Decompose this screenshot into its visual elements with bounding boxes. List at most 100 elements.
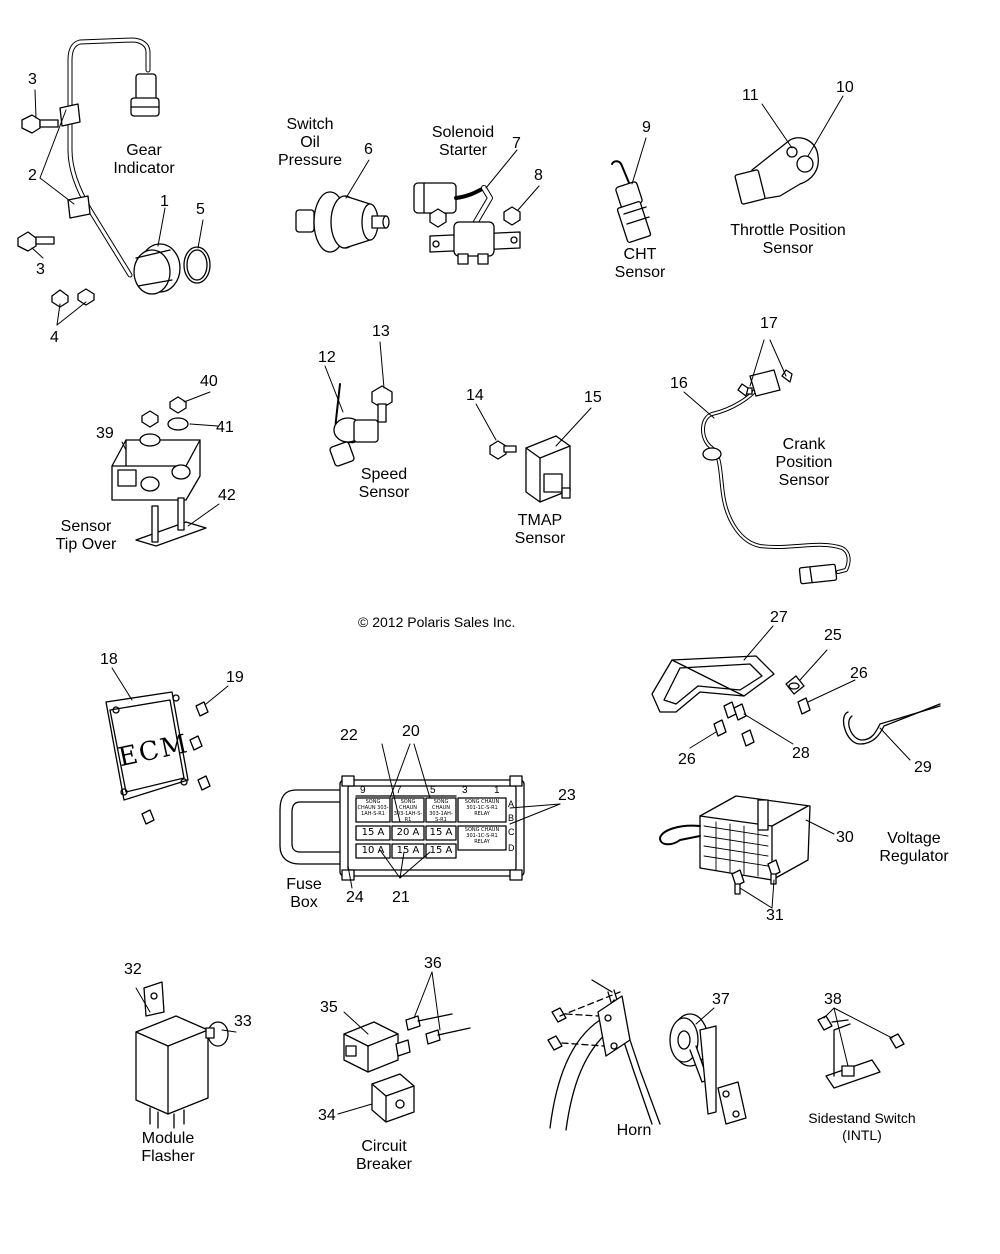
- callout-number: 4: [50, 329, 59, 346]
- callout-number: 5: [196, 201, 205, 218]
- gear-indicator-assembly: [17, 37, 211, 308]
- callout-number: 7: [512, 135, 521, 152]
- callout-number: 21: [392, 889, 410, 906]
- copyright-notice: © 2012 Polaris Sales Inc.: [358, 614, 516, 630]
- horn-assembly: [547, 979, 747, 1131]
- harness-bracket-assembly: [651, 655, 941, 747]
- callout-number: 34: [318, 1107, 336, 1124]
- fuse-cell-text: SONG CHAUN 303-1AH-S-R1: [429, 799, 453, 823]
- callout-number: 18: [100, 651, 118, 668]
- callout-number: 40: [200, 373, 218, 390]
- label-gear-indicator: Gear Indicator: [113, 142, 175, 177]
- callout-number: 17: [760, 315, 778, 332]
- callout-number: 14: [466, 387, 484, 404]
- module-flasher: [135, 981, 229, 1129]
- callout-number: 6: [364, 141, 373, 158]
- sidestand-switch: [817, 1015, 905, 1089]
- oil-pressure-switch: [295, 191, 390, 253]
- fuse-box-body: [279, 775, 525, 881]
- callout-number: 3: [28, 71, 37, 88]
- callout-number: 26: [850, 665, 868, 682]
- fuse-cell-text: 15 A: [429, 845, 453, 856]
- callout-number: 1: [160, 193, 169, 210]
- callout-number: 39: [96, 425, 114, 442]
- callout-number: 31: [766, 907, 784, 924]
- label-switch-oil-pressure: Switch Oil Pressure: [277, 116, 343, 169]
- callout-number: 19: [226, 669, 244, 686]
- ecm-unit: [105, 691, 211, 825]
- callout-number: 15: [584, 389, 602, 406]
- fuse-cell-text: 20 A: [396, 827, 420, 838]
- fuse-row-letter: B: [508, 813, 515, 823]
- callout-number: 30: [836, 829, 854, 846]
- label-horn: Horn: [616, 1122, 652, 1139]
- fuse-cell-text: SONG CHAUN 301-1C-S-R1 RELAY: [464, 827, 500, 845]
- callout-number: 37: [712, 991, 730, 1008]
- label-sensor-tip-over: Sensor Tip Over: [55, 518, 117, 553]
- fuse-cell-text: SONG CHAUN 303-1AH-S-R1: [357, 799, 389, 817]
- callout-number: 12: [318, 349, 336, 366]
- callout-number: 32: [124, 961, 142, 978]
- callout-number: 8: [534, 167, 543, 184]
- callout-number: 38: [824, 991, 842, 1008]
- label-solenoid-starter: Solenoid Starter: [431, 124, 495, 159]
- label-module-flasher: Module Flasher: [141, 1130, 195, 1165]
- tmap-sensor: [489, 435, 571, 503]
- tip-over-sensor: [111, 396, 207, 547]
- callout-number: 35: [320, 999, 338, 1016]
- label-sidestand-switch: Sidestand Switch (INTL): [808, 1110, 916, 1143]
- callout-number: 23: [558, 787, 576, 804]
- fuse-column-number: 1: [494, 785, 500, 796]
- fuse-cell-text: 15 A: [361, 827, 385, 838]
- fuse-row-letter: A: [508, 799, 515, 809]
- fuse-column-number: 3: [462, 785, 468, 796]
- fuse-column-number: 9: [360, 785, 366, 796]
- fuse-cell-text: 15 A: [396, 845, 420, 856]
- cht-sensor: [611, 160, 652, 243]
- fuse-column-number: 7: [396, 785, 402, 796]
- fuse-cell-text: 15 A: [429, 827, 453, 838]
- fuse-cell-text: 10 A: [361, 845, 385, 856]
- crank-position-sensor: [701, 369, 851, 585]
- starter-solenoid: [413, 182, 521, 265]
- label-fuse-box: Fuse Box: [286, 876, 322, 911]
- fuse-row-letter: C: [508, 827, 515, 837]
- callout-number: 13: [372, 323, 390, 340]
- callout-number: 2: [28, 167, 37, 184]
- label-circuit-breaker: Circuit Breaker: [355, 1138, 413, 1173]
- label-voltage-regulator: Voltage Regulator: [879, 830, 949, 865]
- label-cht-sensor: CHT Sensor: [614, 246, 666, 281]
- label-tmap-sensor: TMAP Sensor: [514, 512, 566, 547]
- callout-number: 26: [678, 751, 696, 768]
- callout-number: 20: [402, 723, 420, 740]
- callout-number: 33: [234, 1013, 252, 1030]
- callout-number: 3: [36, 261, 45, 278]
- callout-number: 16: [670, 375, 688, 392]
- callout-number: 11: [742, 87, 759, 104]
- callout-number: 27: [770, 609, 788, 626]
- callout-number: 22: [340, 727, 358, 744]
- callout-number: 25: [824, 627, 842, 644]
- callout-number: 24: [346, 889, 364, 906]
- throttle-position-sensor: [734, 137, 819, 205]
- callout-number: 29: [914, 759, 932, 776]
- label-crank-position-sensor: Crank Position Sensor: [775, 436, 833, 489]
- callout-number: 9: [642, 119, 651, 136]
- label-throttle-position-sensor: Throttle Position Sensor: [730, 222, 846, 257]
- callout-number: 10: [836, 79, 854, 96]
- speed-sensor: [329, 383, 393, 467]
- voltage-regulator: [659, 795, 811, 895]
- fuse-column-number: 5: [430, 785, 436, 796]
- label-speed-sensor: Speed Sensor: [358, 466, 410, 501]
- fuse-cell-text: SONG CHAUN 301-1C-S-R1 RELAY: [464, 799, 500, 817]
- fuse-row-letter: D: [508, 843, 515, 853]
- leader-lines: [31, 89, 911, 1115]
- callout-number: 36: [424, 955, 442, 972]
- callout-number: 28: [792, 745, 810, 762]
- circuit-breaker: [343, 1013, 471, 1123]
- fuse-cell-text: SONG CHAUN 303-1AH-S-R1: [393, 799, 423, 823]
- callout-number: 41: [216, 419, 234, 436]
- callout-number: 42: [218, 487, 236, 504]
